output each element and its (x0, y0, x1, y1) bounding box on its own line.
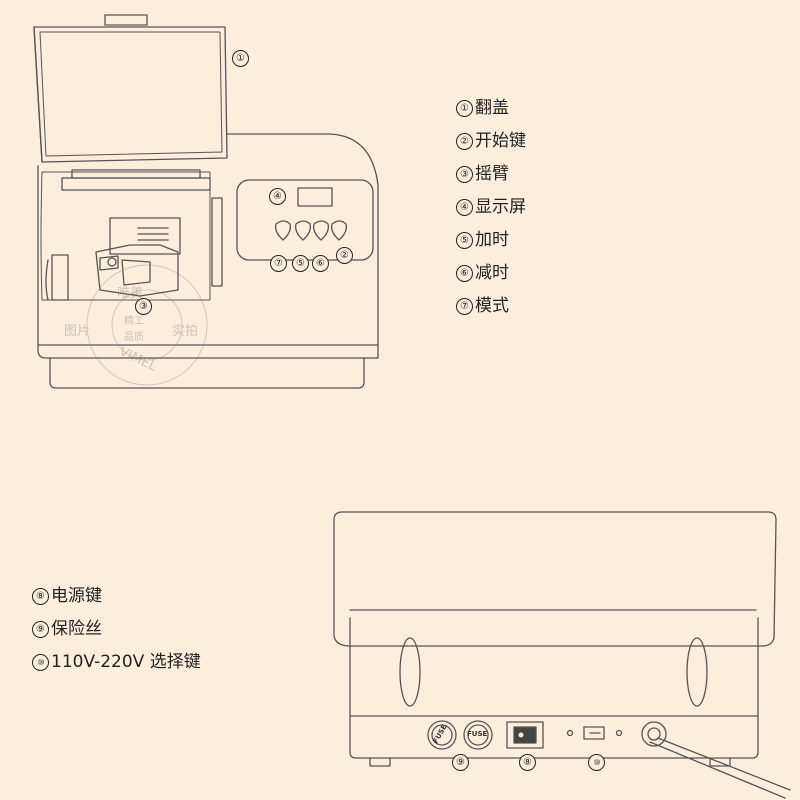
legend-label: 加时 (475, 230, 509, 250)
callout-2: ② (336, 247, 353, 264)
legend-number: ② (456, 133, 473, 150)
callout-3: ③ (135, 298, 152, 315)
callout-10: ⑩ (588, 754, 605, 771)
power-switch (506, 721, 544, 749)
callout-1: ① (232, 50, 249, 67)
callout-6: ⑥ (312, 255, 329, 272)
legend-number: ⑧ (32, 588, 49, 605)
voltage-selector (566, 726, 623, 740)
legend-number: ③ (456, 166, 473, 183)
callout-5: ⑤ (292, 255, 309, 272)
legend-label: 显示屏 (475, 197, 526, 217)
legend-number: ⑩ (32, 654, 49, 671)
callout-4: ④ (269, 188, 286, 205)
legend-label: 减时 (475, 263, 509, 283)
legend-label: 保险丝 (51, 619, 102, 639)
legend-label: 摇臂 (475, 164, 509, 184)
legend-label: 模式 (475, 296, 509, 316)
shaker-arm (95, 217, 181, 297)
callout-9: ⑨ (452, 754, 469, 771)
watermark-text-5: 实拍 (172, 324, 199, 339)
legend-number: ⑦ (456, 298, 473, 315)
legend-number: ⑥ (456, 265, 473, 282)
fuse-holders (427, 720, 493, 750)
legend-number: ⑨ (32, 621, 49, 638)
legend-number: ① (456, 100, 473, 117)
power-cord (641, 721, 791, 799)
machine-body (37, 133, 379, 389)
fuse-label-right: FUSE (467, 730, 488, 738)
watermark-stamp (86, 264, 208, 386)
legend-label: 电源键 (51, 586, 102, 606)
watermark-text-1: 唯美 (117, 286, 144, 301)
watermark-text-3: 精工 (124, 316, 144, 327)
machine-back-body (333, 511, 777, 767)
callout-7: ⑦ (270, 255, 287, 272)
legend-label: 110V-220V 选择键 (51, 652, 201, 672)
callout-8: ⑧ (519, 754, 536, 771)
legend-number: ④ (456, 199, 473, 216)
legend-number: ⑤ (456, 232, 473, 249)
watermark-text-4: 品质 (124, 332, 144, 343)
legend-label: 翻盖 (475, 98, 509, 118)
flip-lid (33, 14, 228, 163)
watermark-text-2: 图片 (64, 324, 91, 339)
legend-label: 开始键 (475, 131, 526, 151)
